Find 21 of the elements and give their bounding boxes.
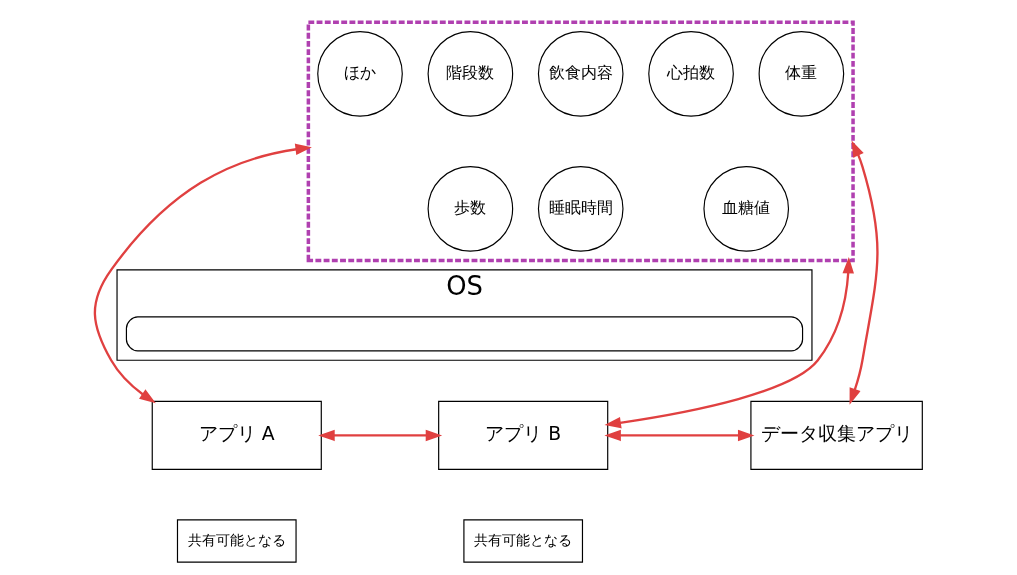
arrow bbox=[849, 140, 879, 405]
cluster bbox=[306, 20, 855, 263]
arrow bbox=[604, 256, 854, 429]
node-circle: 血糖値 bbox=[703, 166, 790, 252]
node-circle: 飲食内容 bbox=[537, 31, 624, 117]
node-box: データ収集アプリ bbox=[750, 400, 923, 471]
node-circle: 心拍数 bbox=[648, 31, 734, 117]
node-circle: 睡眠時間 bbox=[537, 166, 624, 252]
arrow bbox=[318, 429, 443, 442]
node-circle: 歩数 bbox=[427, 166, 514, 252]
arrow bbox=[604, 429, 755, 442]
cluster: OS bbox=[116, 269, 813, 361]
node-box: 共有可能となる bbox=[176, 519, 297, 563]
node-box: 共有可能となる bbox=[463, 519, 584, 563]
node-box: アプリ B bbox=[438, 400, 609, 471]
node-circle: ほか bbox=[317, 31, 403, 117]
node-box bbox=[125, 316, 804, 352]
arrow bbox=[93, 143, 312, 404]
node-box: アプリ A bbox=[151, 400, 322, 471]
node-circle: 階段数 bbox=[427, 31, 514, 117]
node-circle: 体重 bbox=[758, 31, 845, 117]
